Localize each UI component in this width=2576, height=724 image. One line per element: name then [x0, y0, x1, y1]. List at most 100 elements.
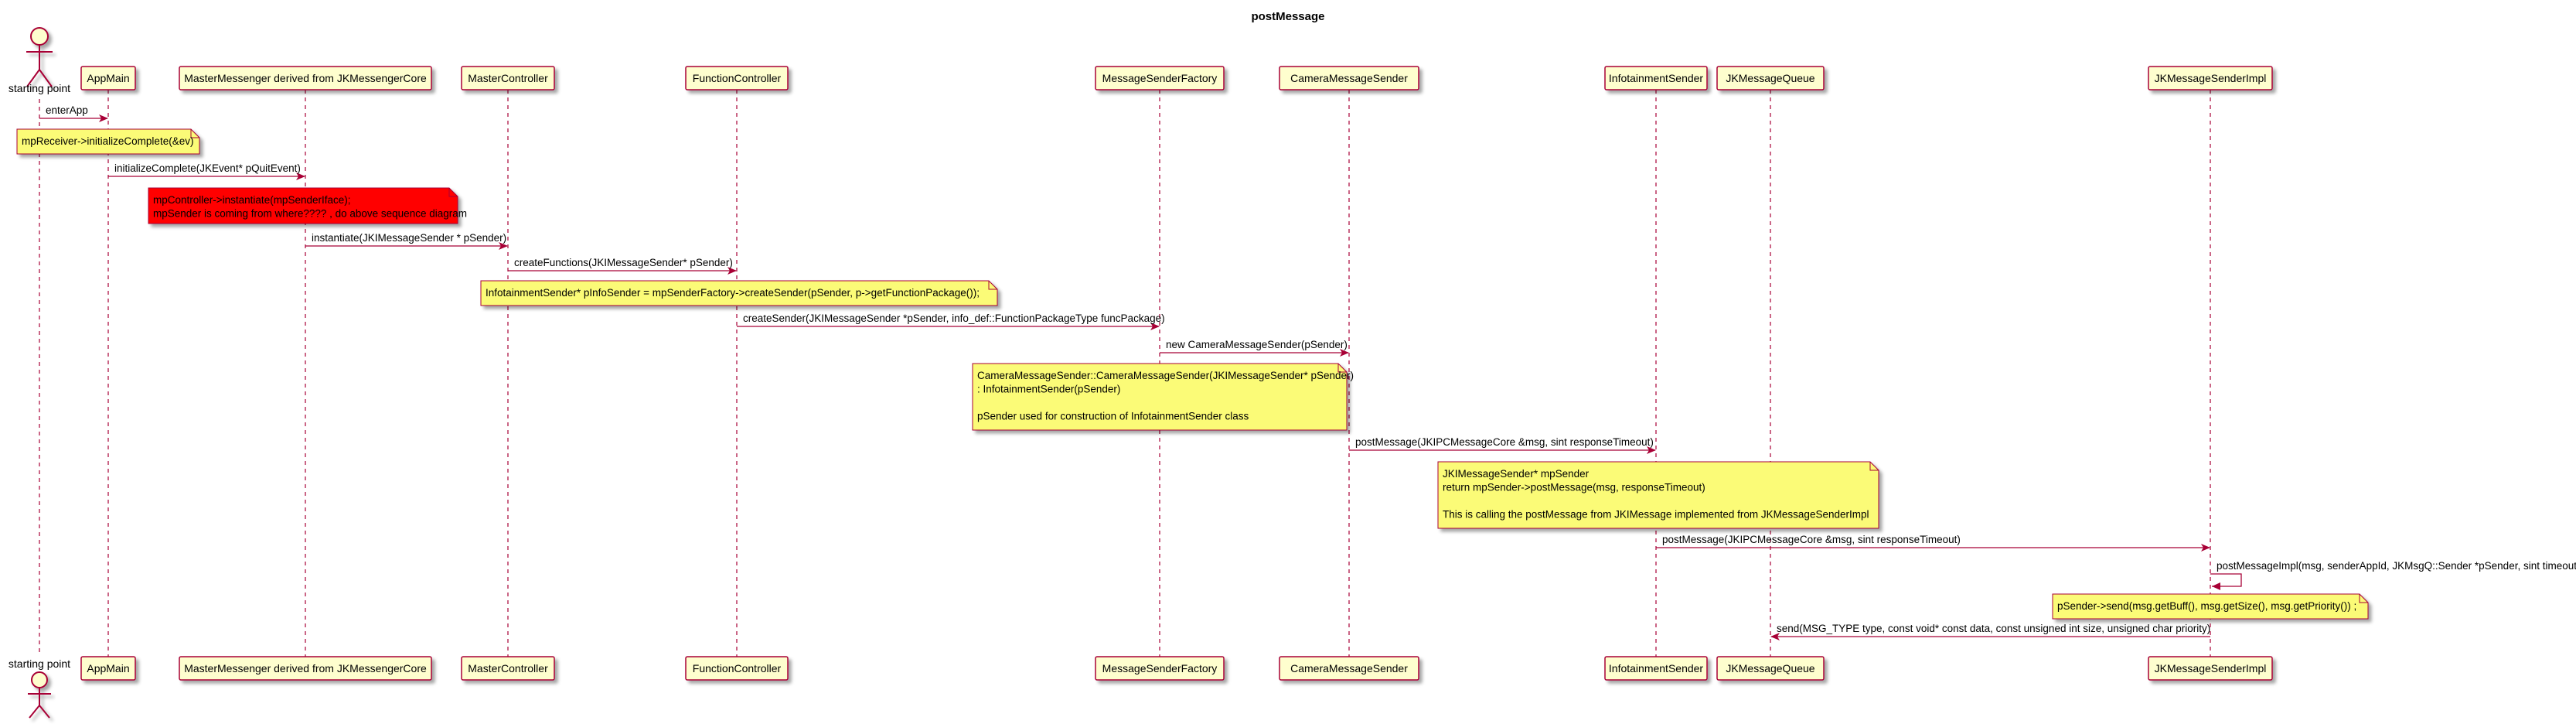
note-fold — [448, 188, 458, 197]
participant-messagesenderfactory-top: MessageSenderFactory — [1095, 66, 1225, 90]
note-fold — [190, 129, 199, 138]
participants-top: AppMain MasterMessenger derived from JKMe… — [80, 66, 2273, 90]
participant-label: MasterMessenger derived from JKMessenger… — [184, 662, 427, 674]
message-label: postMessage(JKIPCMessageCore &msg, sint … — [1662, 534, 1961, 545]
participant-label: JKMessageQueue — [1726, 72, 1814, 84]
actor-figure-icon — [28, 671, 51, 719]
participant-infotainmentsender-top: InfotainmentSender — [1604, 66, 1708, 90]
note-line: CameraMessageSender::CameraMessageSender… — [977, 370, 1354, 381]
participant-box — [1604, 66, 1708, 90]
participant-box — [1716, 66, 1825, 90]
participant-cameramessagesender-top: CameraMessageSender — [1279, 66, 1419, 90]
message-postmessageimpl: postMessageImpl(msg, senderAppId, JKMsgQ… — [2210, 560, 2576, 590]
actor-starting-point-bottom: starting point — [9, 657, 70, 719]
note-fold — [1869, 462, 1879, 471]
note-line: InfotainmentSender* pInfoSender = mpSend… — [486, 287, 980, 299]
participant-appmain-top: AppMain — [80, 66, 136, 90]
note-body — [1437, 461, 1879, 529]
participant-jkmessagesenderimpl-top: JKMessageSenderImpl — [2148, 66, 2273, 90]
diagram-title: postMessage — [1251, 10, 1324, 23]
message-postmessage: postMessage(JKIPCMessageCore &msg, sint … — [1349, 436, 1656, 454]
note-fold — [988, 281, 997, 290]
participant-box — [461, 66, 555, 90]
participant-functioncontroller-top: FunctionController — [685, 66, 789, 90]
arrow-head-icon — [1770, 633, 1780, 640]
arrow-head-icon — [2201, 544, 2210, 552]
participant-box — [2148, 66, 2273, 90]
message-createsender: createSender(JKIMessageSender *pSender, … — [737, 312, 1165, 330]
participant-box — [179, 656, 432, 681]
participant-label: CameraMessageSender — [1290, 662, 1408, 674]
note: mpController->instantiate(mpSenderIface)… — [148, 187, 467, 224]
actor-label-top: starting point — [9, 82, 70, 94]
note-body — [16, 128, 200, 155]
participant-messagesenderfactory-bottom: MessageSenderFactory — [1095, 656, 1225, 681]
participant-label: InfotainmentSender — [1609, 662, 1704, 674]
message-initializecomplete: initializeComplete(JKEvent* pQuitEvent) — [108, 162, 305, 180]
participant-jkmessagequeue-bottom: JKMessageQueue — [1716, 656, 1825, 681]
message-label: createSender(JKIMessageSender *pSender, … — [743, 312, 1165, 324]
participant-box — [1095, 656, 1225, 681]
participant-box — [80, 656, 136, 681]
participant-label: MasterController — [468, 662, 548, 674]
note: mpReceiver->initializeComplete(&ev) — [16, 128, 200, 155]
note-line: JKIMessageSender* mpSender — [1443, 468, 1590, 480]
message-label: new CameraMessageSender(pSender) — [1166, 339, 1348, 350]
message-line — [2210, 573, 2242, 587]
arrow-head-icon — [499, 242, 508, 250]
participant-box — [179, 66, 432, 90]
message-label: send(MSG_TYPE type, const void* const da… — [1777, 623, 2210, 634]
participant-label: JKMessageQueue — [1726, 662, 1814, 674]
arrow-head-icon — [2212, 582, 2220, 590]
participant-label: FunctionController — [693, 72, 782, 84]
participant-box — [461, 656, 555, 681]
message-send: send(MSG_TYPE type, const void* const da… — [1770, 623, 2210, 640]
note-body — [148, 187, 458, 224]
participant-box — [1095, 66, 1225, 90]
note-line: pSender used for construction of Infotai… — [977, 411, 1249, 422]
participant-jkmessagequeue-top: JKMessageQueue — [1716, 66, 1825, 90]
participant-label: InfotainmentSender — [1609, 72, 1704, 84]
participant-appmain-bottom: AppMain — [80, 656, 136, 681]
message-postmessage: postMessage(JKIPCMessageCore &msg, sint … — [1656, 534, 2210, 552]
participant-mastermessenger-derived-from-jkmessengercore-top: MasterMessenger derived from JKMessenger… — [179, 66, 432, 90]
note-line: mpSender is coming from where???? , do a… — [153, 208, 467, 220]
participant-label: MessageSenderFactory — [1102, 662, 1218, 674]
message-instantiate: instantiate(JKIMessageSender * pSender) — [305, 232, 508, 250]
participant-box — [685, 656, 789, 681]
participant-box — [1604, 656, 1708, 681]
message-label: instantiate(JKIMessageSender * pSender) — [312, 232, 506, 244]
participant-label: JKMessageSenderImpl — [2155, 662, 2267, 674]
participant-label: AppMain — [87, 72, 129, 84]
participant-label: MessageSenderFactory — [1102, 72, 1218, 84]
participant-cameramessagesender-bottom: CameraMessageSender — [1279, 656, 1419, 681]
participant-box — [1716, 656, 1825, 681]
participant-box — [2148, 656, 2273, 681]
actor-figure-icon — [26, 27, 53, 87]
message-label: postMessageImpl(msg, senderAppId, JKMsgQ… — [2217, 560, 2576, 572]
participant-mastercontroller-bottom: MasterController — [461, 656, 555, 681]
note-body — [480, 280, 998, 306]
actor-starting-point-top: starting point — [9, 27, 70, 94]
arrow-head-icon — [1647, 446, 1656, 454]
participant-label: MasterMessenger derived from JKMessenger… — [184, 72, 427, 84]
message-label: createFunctions(JKIMessageSender* pSende… — [514, 257, 733, 268]
participant-mastermessenger-derived-from-jkmessengercore-bottom: MasterMessenger derived from JKMessenger… — [179, 656, 432, 681]
participant-label: AppMain — [87, 662, 129, 674]
note-line: : InfotainmentSender(pSender) — [977, 384, 1120, 395]
note-line: mpController->instantiate(mpSenderIface)… — [153, 194, 351, 206]
arrow-head-icon — [727, 267, 737, 275]
message-label: postMessage(JKIPCMessageCore &msg, sint … — [1355, 436, 1654, 448]
participant-box — [685, 66, 789, 90]
actor-label-bottom: starting point — [9, 657, 70, 670]
arrow-head-icon — [1340, 349, 1349, 357]
participant-functioncontroller-bottom: FunctionController — [685, 656, 789, 681]
participant-label: FunctionController — [693, 662, 782, 674]
note-fold — [1337, 364, 1347, 373]
note-line: return mpSender->postMessage(msg, respon… — [1443, 482, 1705, 493]
message-label: initializeComplete(JKEvent* pQuitEvent) — [114, 162, 301, 174]
note-line: mpReceiver->initializeComplete(&ev) — [22, 135, 193, 147]
note: pSender->send(msg.getBuff(), msg.getSize… — [2052, 593, 2369, 620]
participant-label: MasterController — [468, 72, 548, 84]
message-createfunctions: createFunctions(JKIMessageSender* pSende… — [508, 257, 737, 275]
